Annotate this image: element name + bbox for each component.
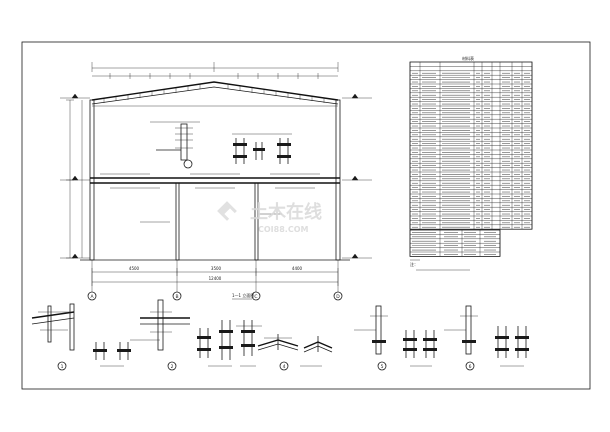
- detail-bubble-2: [167, 361, 177, 371]
- total-span-dim: 12400: [209, 276, 222, 281]
- sheet-border: [21, 41, 591, 390]
- elevation-title: 1—1 立面图: [232, 292, 254, 298]
- detail-callout-left: [150, 121, 200, 169]
- detail-2: [130, 299, 190, 351]
- svg-text:2: 2: [171, 364, 174, 370]
- detail-2b: [197, 320, 233, 360]
- svg-text:C: C: [254, 294, 257, 300]
- bay-dim-2: 3500: [211, 266, 222, 271]
- detail-bubble-5: [465, 361, 475, 371]
- detail-1b: [93, 342, 131, 360]
- frame-elevation: 4500 3500 4400 12400 A B C D 1—1 立面图: [60, 62, 372, 301]
- material-table: 材料表 注：: [409, 55, 533, 271]
- table-title: 材料表: [462, 55, 474, 61]
- svg-text:1: 1: [61, 364, 64, 370]
- axis-bubble-D: [333, 291, 343, 301]
- column-B: [175, 182, 180, 261]
- detail-bubble-4: [377, 361, 387, 371]
- bay-dim-3: 4400: [292, 266, 303, 271]
- roof-purlins: [103, 84, 325, 103]
- detail-3: [236, 320, 262, 356]
- bay-dim-1: 4500: [129, 266, 140, 271]
- svg-text:A: A: [90, 294, 94, 300]
- watermark-text: 土木在线: [250, 201, 322, 223]
- detail-4: [257, 334, 333, 353]
- svg-text:5: 5: [381, 364, 384, 370]
- detail-1: [31, 303, 75, 351]
- details-row: 1 2 4 5 6: [31, 299, 529, 371]
- axis-bubble-A: [87, 291, 97, 301]
- axis-bubble-C: [251, 291, 261, 301]
- svg-text:6: 6: [469, 364, 472, 370]
- watermark-logo-icon: [217, 201, 237, 221]
- column-A: [89, 99, 95, 261]
- notes-label: 注：: [410, 261, 418, 267]
- svg-text:D: D: [336, 294, 340, 300]
- watermark-sub: COI88.COM: [258, 225, 308, 234]
- svg-text:B: B: [175, 294, 178, 300]
- watermark: 土木在线 COI88.COM: [217, 201, 322, 234]
- column-D: [335, 99, 341, 261]
- axis-bubble-B: [172, 291, 182, 301]
- svg-text:4: 4: [283, 364, 286, 370]
- detail-callout-mid: [232, 133, 292, 164]
- detail-6: [444, 305, 529, 358]
- detail-bubble-3: [279, 361, 289, 371]
- roof-rafter: [91, 81, 339, 101]
- detail-5: [354, 305, 437, 358]
- detail-bubble-1: [57, 361, 67, 371]
